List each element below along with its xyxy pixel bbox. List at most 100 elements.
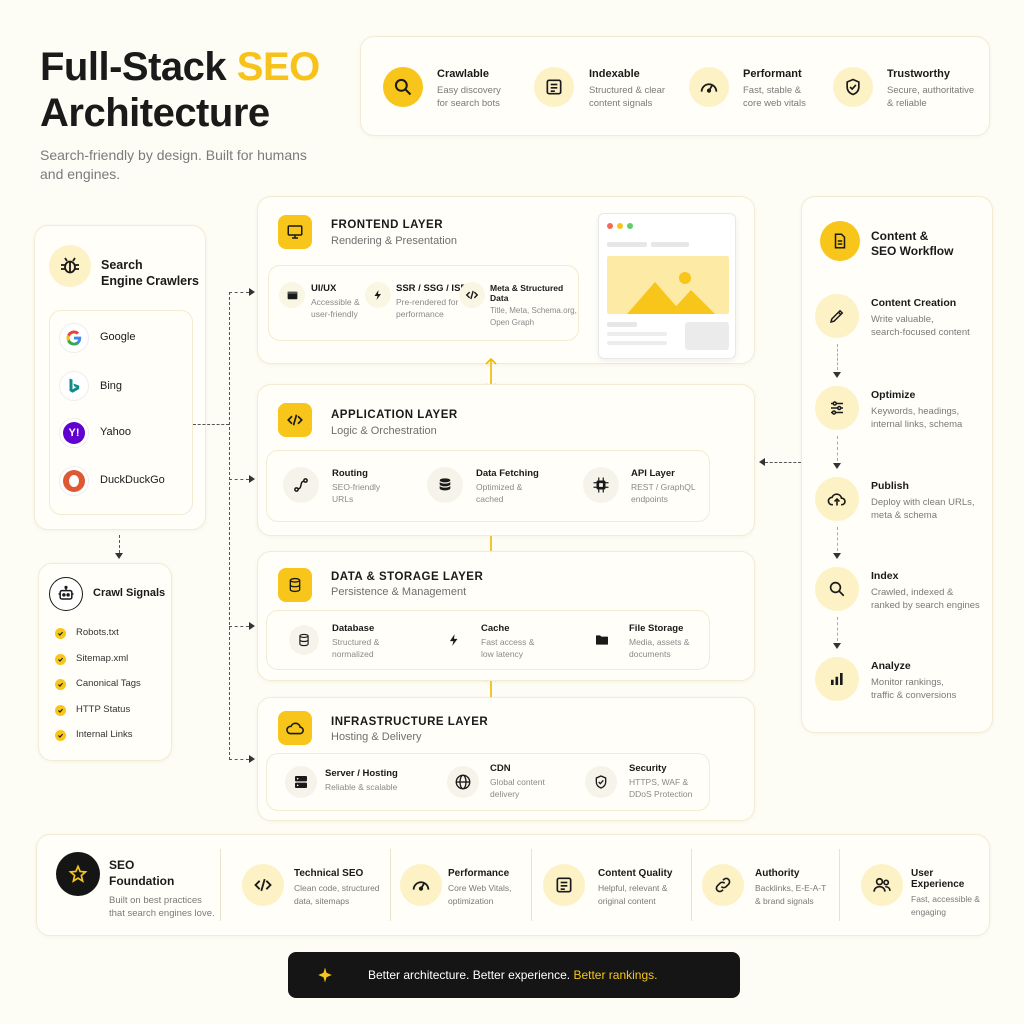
divider xyxy=(390,849,391,921)
frontend-item-meta: Meta & Structured Data Title, Meta, Sche… xyxy=(490,283,577,327)
google-icon xyxy=(59,323,89,353)
infra-item-cdn: CDN Global content delivery xyxy=(490,763,545,799)
engine-duckduckgo: DuckDuckGo xyxy=(100,474,165,486)
app-item-routing: Routing SEO-friendly URLs xyxy=(332,468,381,504)
workflow-step-title: Publish xyxy=(871,480,909,492)
mock-line xyxy=(607,341,667,345)
arrow-down-icon xyxy=(833,553,841,559)
workflow-step-desc: Crawled, indexed & xyxy=(871,587,954,598)
workflow-step-desc: Keywords, headings, xyxy=(871,406,960,417)
signal-item: Canonical Tags xyxy=(76,678,141,689)
arrow-down-icon xyxy=(833,372,841,378)
code-icon xyxy=(242,864,284,906)
data-item-database: Database Structured & normalized xyxy=(332,623,380,659)
connector-spine xyxy=(229,292,230,760)
sliders-icon xyxy=(815,386,859,430)
frontend-layer-card: FRONTEND LAYER Rendering & Presentation … xyxy=(257,196,755,364)
code-icon xyxy=(278,403,312,437)
frontend-item-ssr: SSR / SSG / ISR Pre-rendered for perform… xyxy=(396,283,468,319)
frontend-layer-subtitle: Rendering & Presentation xyxy=(331,235,457,247)
pillar-trustworthy: Trustworthy Secure, authoritative & reli… xyxy=(887,68,975,109)
workflow-step-desc: meta & schema xyxy=(871,510,937,521)
arrow-right-icon xyxy=(249,755,255,763)
foundation-title: SEO Foundation xyxy=(109,858,175,888)
crawlers-to-signals-connector xyxy=(119,535,120,553)
pillar-crawlable: Crawlable Easy discovery for search bots xyxy=(437,68,501,109)
document-icon xyxy=(820,221,860,261)
mock-line xyxy=(607,242,647,247)
application-layer-subtitle: Logic & Orchestration xyxy=(331,425,437,437)
window-dot-green xyxy=(627,223,633,229)
foundation-item-performance: Performance Core Web Vitals, optimizatio… xyxy=(448,868,512,906)
mock-line xyxy=(607,332,667,336)
page-title: Full-Stack SEO Architecture xyxy=(40,45,320,135)
star-icon xyxy=(56,852,100,896)
crawlers-title: Search Engine Crawlers xyxy=(101,258,199,288)
workflow-connector xyxy=(837,527,838,551)
crawler-connector xyxy=(193,424,229,425)
arrow-right-icon xyxy=(249,288,255,296)
divider xyxy=(220,849,221,921)
bar-chart-icon xyxy=(815,657,859,701)
pillar-performant: Performant Fast, stable & core web vital… xyxy=(743,68,806,109)
workflow-step-title: Analyze xyxy=(871,660,911,672)
database-icon xyxy=(278,568,312,602)
app-item-data-fetching: Data Fetching Optimized & cached xyxy=(476,468,539,504)
mock-line xyxy=(607,322,637,327)
signal-item: Sitemap.xml xyxy=(76,652,129,664)
users-icon xyxy=(861,864,903,906)
window-dot-red xyxy=(607,223,613,229)
crawl-signals-title: Crawl Signals xyxy=(93,587,166,599)
document-icon xyxy=(534,67,574,107)
mock-block xyxy=(685,322,729,350)
workflow-step-desc: Deploy with clean URLs, xyxy=(871,497,975,508)
arrow-right-icon xyxy=(249,622,255,630)
arrow-down-icon xyxy=(115,553,123,559)
workflow-step-desc: ranked by search engines xyxy=(871,600,980,611)
browser-window-icon xyxy=(279,282,305,308)
workflow-connector xyxy=(837,436,838,461)
infra-items: Server / Hosting Reliable & scalable CDN… xyxy=(266,753,710,811)
code-icon xyxy=(459,282,485,308)
check-icon xyxy=(55,628,66,639)
pencil-icon xyxy=(815,294,859,338)
application-layer-card: APPLICATION LAYER Logic & Orchestration … xyxy=(257,384,755,536)
gauge-icon xyxy=(400,864,442,906)
divider xyxy=(839,849,840,921)
frontend-items: UI/UX Accessible & user-friendly SSR / S… xyxy=(268,265,579,341)
duckduckgo-icon xyxy=(59,466,89,496)
connector-infra xyxy=(229,759,249,760)
chip-icon xyxy=(583,467,619,503)
document-icon xyxy=(543,864,585,906)
app-item-api-layer: API Layer REST / GraphQL endpoints xyxy=(631,468,696,504)
data-item-cache: Cache Fast access & low latency xyxy=(481,623,535,659)
workflow-connector xyxy=(837,344,838,370)
engine-yahoo: Yahoo xyxy=(100,426,131,438)
workflow-title: Content & SEO Workflow xyxy=(871,229,954,258)
infra-layer-subtitle: Hosting & Delivery xyxy=(331,731,422,743)
check-icon xyxy=(55,653,66,665)
pillars-card: Crawlable Easy discovery for search bots… xyxy=(360,36,990,136)
arrow-left-icon xyxy=(759,458,765,466)
bing-icon xyxy=(59,371,89,401)
connector-frontend xyxy=(229,292,249,293)
server-icon xyxy=(285,766,317,798)
foundation-card: SEO Foundation Built on best practices t… xyxy=(36,834,990,936)
foundation-item-user-experience: User Experience Fast, accessible & engag… xyxy=(911,868,980,917)
frontend-layer-title: FRONTEND LAYER xyxy=(331,219,443,231)
check-icon xyxy=(55,730,66,741)
cloud-icon xyxy=(278,711,312,745)
infra-layer-title: INFRASTRUCTURE LAYER xyxy=(331,716,489,728)
workflow-step-desc: internal links, schema xyxy=(871,419,963,430)
robot-icon xyxy=(49,577,83,611)
folder-icon xyxy=(587,625,617,655)
foundation-description: Built on best practices that search engi… xyxy=(109,895,215,919)
infra-item-security: Security HTTPS, WAF & DDoS Protection xyxy=(629,763,693,799)
data-storage-layer-card: DATA & STORAGE LAYER Persistence & Manag… xyxy=(257,551,755,681)
shield-check-icon xyxy=(585,766,617,798)
